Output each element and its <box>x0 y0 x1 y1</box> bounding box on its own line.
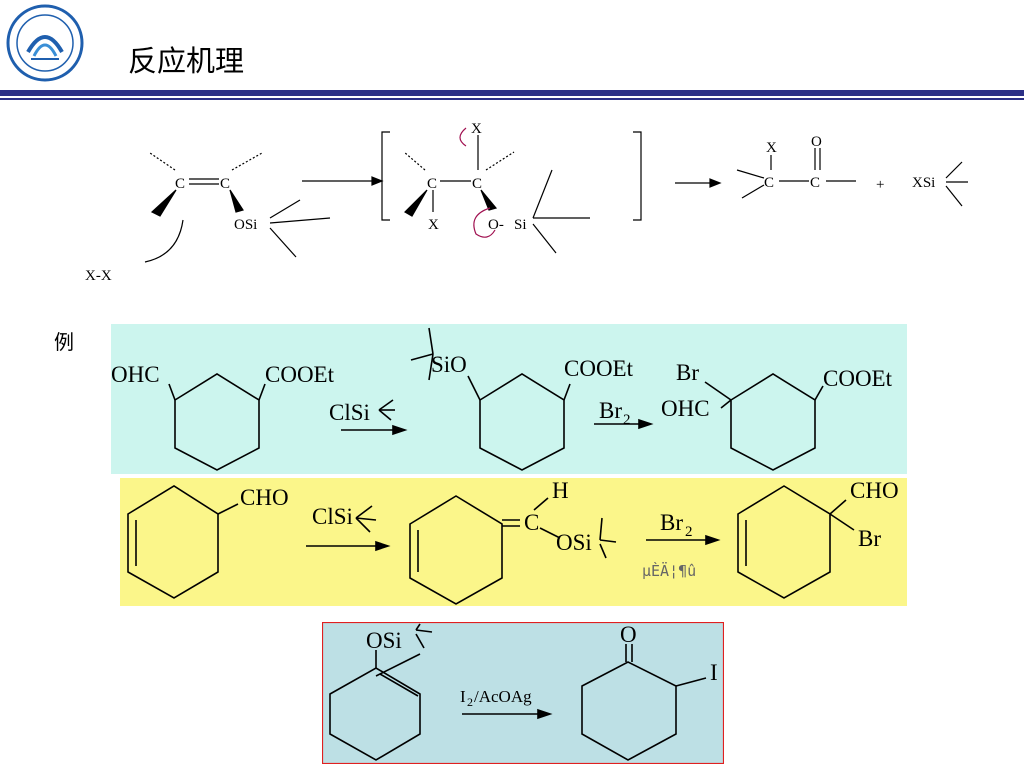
mech-left-c2: C <box>220 176 230 192</box>
ex2-reagent1: ClSi <box>312 504 353 529</box>
header-rule-thin <box>0 98 1024 100</box>
ex1-int-sio: SiO <box>431 352 467 377</box>
mech-int-c2: C <box>472 176 482 192</box>
ex1-prod-br: Br <box>676 360 699 385</box>
mech-xsi: XSi <box>912 175 935 191</box>
page-title: 反应机理 <box>128 44 245 78</box>
ex1-reagent2: Br <box>599 398 622 423</box>
mech-plus: + <box>876 177 884 193</box>
ex3-prod-o: O <box>620 622 637 647</box>
example-1-background <box>111 324 907 474</box>
ex2-reagent2-sub: 2 <box>685 524 693 540</box>
ex1-reagent2-sub: 2 <box>623 412 631 428</box>
ex1-sm-cho: OHC <box>111 362 160 387</box>
ex3-reagent: I <box>460 687 466 706</box>
ex3-sm-osi: OSi <box>366 628 402 653</box>
ex1-prod-cho: OHC <box>661 396 710 421</box>
mech-int-c1: C <box>427 176 437 192</box>
ex2-reagent2-note: µÈÄ¦¶û <box>642 561 696 580</box>
ex2-prod-cho: CHO <box>850 478 899 503</box>
mech-left-c1: C <box>175 176 185 192</box>
example-1-panel: OHC COOEt ClSi SiO COOEt Br 2 Br OHC COO… <box>111 324 907 474</box>
university-logo <box>6 4 84 82</box>
ex2-int-osi: OSi <box>556 530 592 555</box>
mech-prod-x: X <box>766 140 777 156</box>
ex2-prod-br: Br <box>858 526 881 551</box>
example-2-background <box>120 478 907 606</box>
ex1-prod-ester: COOEt <box>823 366 893 391</box>
mech-left-osi: OSi <box>234 217 257 233</box>
ex1-reagent1: ClSi <box>329 400 370 425</box>
ex1-sm-ester: COOEt <box>265 362 335 387</box>
ex2-reagent2: Br <box>660 510 683 535</box>
mech-xx: X-X <box>85 268 112 284</box>
mechanism-diagram: C C OSi X-X X C C X O- Si X O C C + XSi <box>85 121 968 284</box>
header-rule <box>0 90 1024 96</box>
mech-int-top-x: X <box>471 121 482 137</box>
ex3-reagent-sub: 2 <box>467 695 473 709</box>
example-label: 例 <box>54 330 74 354</box>
ex3-reagent-rest: /AcOAg <box>474 687 532 706</box>
mech-int-si: Si <box>514 217 527 233</box>
mech-prod-c2: C <box>810 175 820 191</box>
ex2-int-h: H <box>552 478 569 503</box>
ex2-sm-cho: CHO <box>240 485 289 510</box>
example-3-panel: OSi I 2 /AcOAg O I <box>322 622 724 764</box>
ex2-int-c: C <box>524 510 539 535</box>
mech-prod-c1: C <box>764 175 774 191</box>
example-2-panel: CHO ClSi H C OSi Br 2 µÈÄ¦¶û CHO Br <box>120 478 907 606</box>
ex3-prod-i: I <box>710 660 718 685</box>
ex1-int-ester: COOEt <box>564 356 634 381</box>
mech-int-o: O- <box>488 217 504 233</box>
example-3-background <box>322 622 724 764</box>
mech-int-bottom-x: X <box>428 217 439 233</box>
mech-prod-o: O <box>811 134 822 150</box>
